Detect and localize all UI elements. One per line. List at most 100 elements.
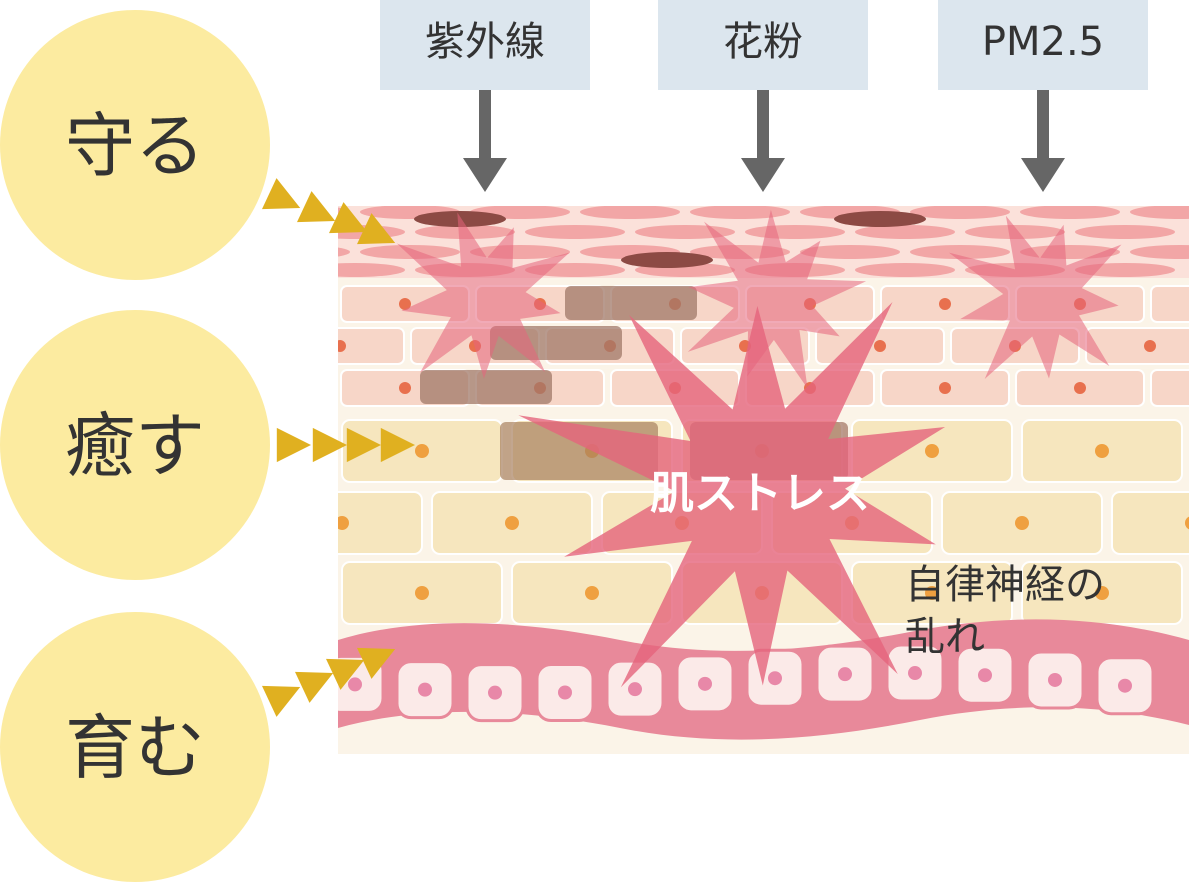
arrow-triangles-heal — [276, 427, 415, 463]
triangle-arrow-icon — [357, 647, 396, 679]
down-arrow-icon — [463, 90, 507, 192]
cell-nucleus — [1015, 516, 1029, 530]
horny-cell — [690, 206, 790, 219]
circle-label: 癒す — [65, 405, 205, 487]
triangle-arrow-icon — [276, 427, 311, 463]
horny-cell — [910, 245, 1010, 259]
horny-cell — [855, 225, 955, 239]
cell-nucleus — [399, 382, 411, 394]
stress-burst-main — [518, 302, 946, 688]
cell-nucleus — [1074, 382, 1086, 394]
pigment-spot — [565, 286, 697, 320]
basal-nucleus — [838, 667, 852, 682]
stress-burst-small — [396, 212, 570, 379]
cell-nucleus — [585, 586, 599, 600]
triangle-arrow-icon — [312, 427, 347, 463]
upper-cell — [1150, 285, 1189, 323]
stress-burst-small — [948, 215, 1122, 379]
horny-cell — [745, 225, 845, 239]
circle-bg — [0, 310, 270, 580]
basal-nucleus — [1048, 672, 1062, 687]
arrow-triangles-nurture — [262, 647, 396, 717]
lower-cell — [338, 491, 423, 555]
basal-nucleus — [488, 685, 502, 700]
stress-burst-small — [687, 209, 867, 389]
upper-cell — [1150, 369, 1189, 407]
cell-nucleus — [1144, 340, 1156, 352]
cell-nucleus — [1095, 586, 1109, 600]
basal-nucleus — [978, 668, 992, 683]
source-label: 花粉 — [723, 19, 803, 65]
horny-cell — [525, 225, 625, 239]
triangle-arrow-icon — [262, 178, 301, 210]
basal-nucleus — [418, 682, 432, 697]
triangle-arrow-icon — [346, 427, 381, 463]
cell-nucleus — [415, 586, 429, 600]
cell-nucleus — [925, 444, 939, 458]
horny-cell — [855, 263, 955, 277]
horny-cell — [1130, 245, 1189, 259]
cell-nucleus — [505, 516, 519, 530]
triangle-arrow-icon — [329, 202, 368, 234]
horny-cell — [1075, 225, 1175, 239]
cell-nucleus — [415, 444, 429, 458]
source-box — [658, 0, 868, 90]
basal-nucleus — [1118, 678, 1132, 693]
source-pollen: 花粉 — [658, 0, 868, 192]
down-arrow-icon — [741, 90, 785, 192]
cell-nucleus — [338, 340, 346, 352]
basal-cells — [338, 643, 1155, 723]
circle-protect: 守る — [0, 10, 270, 280]
source-label: PM2.5 — [982, 19, 1104, 65]
source-label: 紫外線 — [425, 19, 545, 65]
basal-nucleus — [908, 666, 922, 681]
dark-spot — [621, 252, 713, 268]
circle-nurture: 育む — [0, 612, 270, 882]
horny-cell — [910, 206, 1010, 219]
horny-cell — [338, 247, 350, 257]
cell-nucleus — [874, 340, 886, 352]
horny-cell — [580, 206, 680, 219]
circle-bg — [0, 10, 270, 280]
triangle-arrow-icon — [297, 191, 336, 223]
circle-bg — [0, 612, 270, 882]
nerve-note-line1: 自律神経の — [905, 562, 1105, 608]
source-box — [938, 0, 1148, 90]
down-arrow-icon — [1021, 90, 1065, 192]
stress-bursts — [396, 209, 1122, 688]
skin-stress-label: 肌ストレス — [650, 468, 870, 519]
horny-cell — [1130, 206, 1189, 219]
triangle-arrow-icon — [262, 685, 301, 717]
triangle-arrow-icon — [295, 671, 334, 703]
basal-nucleus — [698, 676, 712, 691]
triangle-arrow-icon — [357, 213, 396, 245]
basal-nucleus — [768, 671, 782, 686]
dark-spot — [834, 211, 926, 227]
nerve-note-line2: 乱れ — [905, 614, 985, 660]
horny-cell — [800, 245, 900, 259]
arrow-triangles-protect — [262, 178, 396, 245]
circle-label: 育む — [65, 707, 205, 789]
cell-nucleus — [925, 586, 939, 600]
source-pm25: PM2.5 — [938, 0, 1148, 192]
horny-cell — [338, 263, 405, 277]
cell-nucleus — [338, 516, 349, 530]
horny-cell — [1020, 206, 1120, 219]
basal-nucleus — [628, 682, 642, 697]
source-uv: 紫外線 — [380, 0, 590, 192]
cell-nucleus — [939, 382, 951, 394]
source-box — [380, 0, 590, 90]
upper-cell — [338, 327, 405, 365]
triangle-arrow-icon — [326, 658, 365, 690]
basal-nucleus — [348, 677, 362, 692]
triangle-arrow-icon — [380, 427, 415, 463]
cell-nucleus — [939, 298, 951, 310]
cell-nucleus — [399, 298, 411, 310]
cell-nucleus — [1095, 444, 1109, 458]
circle-label: 守る — [65, 105, 205, 187]
cell-nucleus — [1185, 516, 1189, 530]
pigment-spot — [420, 370, 552, 404]
circle-heal: 癒す — [0, 310, 270, 580]
basal-nucleus — [558, 685, 572, 700]
